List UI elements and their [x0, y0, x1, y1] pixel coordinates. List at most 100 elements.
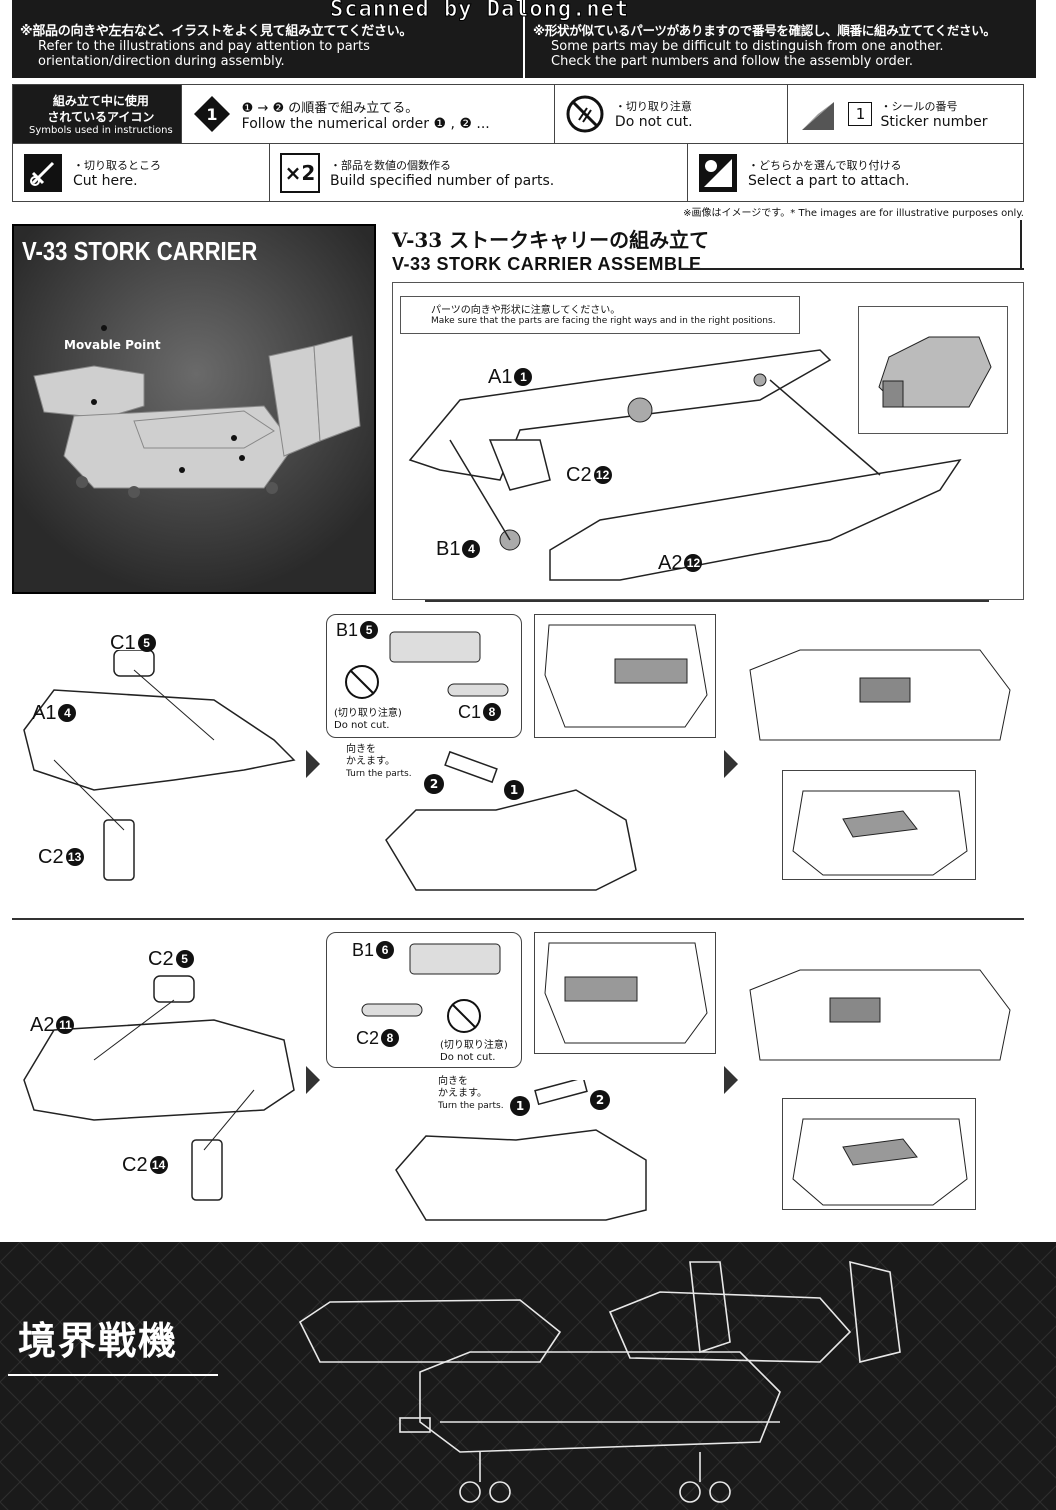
step-number: 14: [149, 1156, 168, 1174]
numbered-step-icon: 1: [193, 96, 230, 132]
step-number: 4: [58, 704, 77, 722]
cut-jp: ・切り取るところ: [73, 158, 161, 172]
step-3-result-b: [749, 969, 1011, 1061]
step-3-result-c: [782, 1098, 976, 1210]
legend-header-en: Symbols used in instructions: [28, 124, 173, 136]
legend-numerical-order: 1 ❶ → ❷ の順番で組み立てる。 Follow the numerical …: [180, 85, 554, 143]
sticker-en: Sticker number: [880, 114, 988, 130]
turn-en: Turn the parts.: [346, 769, 412, 779]
donotcut-en: Do not cut.: [614, 114, 693, 130]
step-number: 5: [137, 634, 156, 652]
notice-right-jp: ※形状が似ているパーツがありますので番号を確認し、順番に組み立ててください。: [533, 23, 996, 38]
legend-cut-here: ・切り取るところ Cut here.: [13, 144, 269, 201]
section-title-jp: V-33 ストークキャリーの組み立て: [392, 228, 710, 252]
select-part-icon: [699, 153, 737, 192]
movable-point-label: Movable Point: [64, 338, 161, 352]
notice-right: ※形状が似ているパーツがありますので番号を確認し、順番に組み立ててください。 S…: [523, 0, 1036, 78]
part-code: C2: [566, 464, 592, 486]
part-code: C2: [38, 846, 64, 868]
legend-select: ・どちらかを選んで取り付ける Select a part to attach.: [687, 144, 1023, 201]
notice-left-en-1: Refer to the illustrations and pay atten…: [38, 39, 370, 54]
sticker-icon: [802, 102, 835, 130]
part-code: C2: [148, 948, 174, 970]
preview-photo: [14, 226, 374, 592]
cut-here-icon: [24, 153, 62, 192]
part-code: C1: [458, 702, 482, 722]
step-arrow: [306, 750, 320, 778]
step-number: 4: [462, 540, 481, 558]
step-3-main-drawing: [23, 975, 295, 1201]
legend-header: 組み立て中に使用 されているアイコン Symbols used in instr…: [13, 85, 181, 143]
result-a-drawing: [544, 942, 708, 1044]
turn-en: Turn the parts.: [438, 1101, 504, 1111]
step-3-sub-drawing: [361, 943, 501, 1033]
step-2-result-c: [782, 770, 976, 880]
numerical-en: Follow the numerical order ❶ , ❷ ...: [241, 115, 490, 132]
image-disclaimer: ※画像はイメージです。* The images are for illustra…: [683, 208, 1024, 219]
step-number: 5: [360, 621, 379, 639]
footer-banner: 境界戦機: [0, 1242, 1056, 1510]
step-arrow: [306, 1066, 320, 1094]
step-3-body-drawing: [395, 1080, 647, 1221]
detail-part-drawing: [878, 336, 992, 408]
step-number: 1: [514, 368, 533, 386]
donotcut-en: Do not cut.: [334, 720, 390, 731]
order-2-badge: 2: [590, 1090, 610, 1110]
step-number: 8: [381, 1029, 400, 1047]
turn-jp-1: 向きを: [346, 744, 376, 755]
turn-jp-1: 向きを: [438, 1076, 468, 1087]
part-code: A2: [658, 552, 683, 574]
turn-note-3: 向きをかえます。 Turn the parts.: [438, 1076, 504, 1112]
step-1-detail-inset: [858, 306, 1008, 434]
legend-header-jp-1: 組み立て中に使用: [52, 93, 149, 108]
turn-jp-2: かえます。: [346, 756, 395, 767]
part-code: A2: [30, 1014, 55, 1036]
part-code: C2: [122, 1154, 148, 1176]
legend-do-not-cut: ・切り取り注意 Do not cut.: [553, 85, 788, 143]
donotcut-jp: (切り取り注意): [440, 1040, 508, 1051]
do-not-cut-icon: [566, 95, 604, 133]
part-code: B1: [352, 940, 375, 960]
step-number: 5: [175, 950, 194, 968]
turn-jp-2: かえます。: [438, 1088, 487, 1099]
legend-header-jp-2: されているアイコン: [47, 109, 155, 124]
order-2-badge: 2: [424, 774, 444, 794]
section-title-en: V-33 STORK CARRIER ASSEMBLE: [392, 254, 702, 274]
result-a-drawing: [544, 624, 708, 728]
step-number: 8: [483, 703, 502, 721]
notice-right-en-1: Some parts may be difficult to distingui…: [551, 39, 944, 54]
result-c-drawing: [792, 790, 968, 876]
order-1-badge: 1: [504, 780, 524, 800]
top-notice-bar: ※部品の向きや左右など、イラストをよく見て組み立ててください。 Refer to…: [12, 0, 1036, 78]
sticker-jp: ・シールの番号: [880, 100, 958, 113]
select-en: Select a part to attach.: [748, 172, 910, 189]
notice-left: ※部品の向きや左右など、イラストをよく見て組み立ててください。 Refer to…: [12, 0, 523, 78]
notice-left-en-2: orientation/direction during assembly.: [38, 54, 285, 69]
title-vertical-rule: [1020, 220, 1022, 268]
donotcut-jp: (切り取り注意): [334, 708, 402, 719]
sticker-number-box: 1: [848, 102, 873, 126]
order-1-badge: 1: [510, 1096, 530, 1116]
watermark: Scanned by Dalong.net: [329, 0, 630, 23]
title-rule: [680, 268, 1024, 270]
warning-en: Make sure that the parts are facing the …: [431, 316, 776, 326]
step-1-drawing: [408, 349, 962, 581]
warning-jp: パーツの向きや形状に注意してください。: [431, 305, 621, 316]
step-2-sub-drawing: [345, 631, 509, 699]
part-code: C1: [110, 632, 136, 654]
part-code: A1: [32, 702, 57, 724]
part-code: B1: [336, 620, 359, 640]
logo-underline: [8, 1374, 218, 1376]
symbol-legend: 組み立て中に使用 されているアイコン Symbols used in instr…: [12, 84, 1024, 202]
